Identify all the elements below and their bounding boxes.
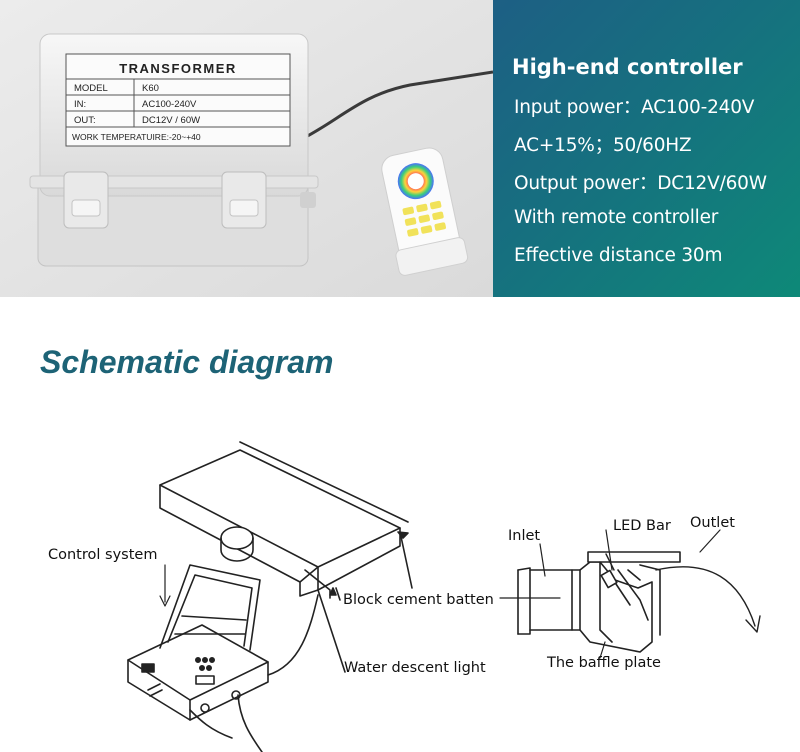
label-led-bar: LED Bar	[613, 518, 671, 534]
spec-line-output-power: Output power：DC12V/60W	[514, 173, 767, 194]
label-block-cement-batten: Block cement batten	[343, 592, 494, 608]
label-inlet: Inlet	[508, 528, 540, 544]
label-water-descent-light: Water descent light	[344, 660, 486, 676]
label-baffle-plate: The baffle plate	[546, 655, 661, 671]
label-outlet: Outlet	[690, 515, 735, 531]
label-key-in: IN:	[74, 99, 86, 110]
spec-line-remote: With remote controller	[514, 207, 719, 228]
spec-line-ac-tolerance: AC+15%；50/60HZ	[514, 135, 692, 156]
spec-title: High-end controller	[512, 55, 743, 79]
label-key-model: MODEL	[74, 83, 108, 94]
remote-controller	[381, 147, 469, 276]
label-value-out: DC12V / 60W	[142, 115, 200, 126]
transformer-label: TRANSFORMER MODEL K60 IN: AC100-240V OUT…	[65, 53, 291, 147]
label-control-system: Control system	[48, 547, 157, 563]
label-value-in: AC100-240V	[142, 99, 197, 110]
spec-panel: High-end controller Input power：AC100-24…	[493, 0, 800, 297]
product-photo: TRANSFORMER MODEL K60 IN: AC100-240V OUT…	[0, 0, 493, 297]
label-key-out: OUT:	[74, 115, 96, 126]
label-footer: WORK TEMPERATUIRE:-20~+40	[72, 132, 201, 142]
label-title: TRANSFORMER	[119, 61, 237, 76]
label-value-model: K60	[142, 83, 159, 94]
spec-line-distance: Effective distance 30m	[514, 245, 723, 266]
schematic-diagram: Control system Block cement batten Water…	[48, 441, 761, 752]
spec-line-input-power: Input power：AC100-240V	[514, 97, 755, 118]
schematic-title: Schematic diagram	[40, 344, 334, 380]
